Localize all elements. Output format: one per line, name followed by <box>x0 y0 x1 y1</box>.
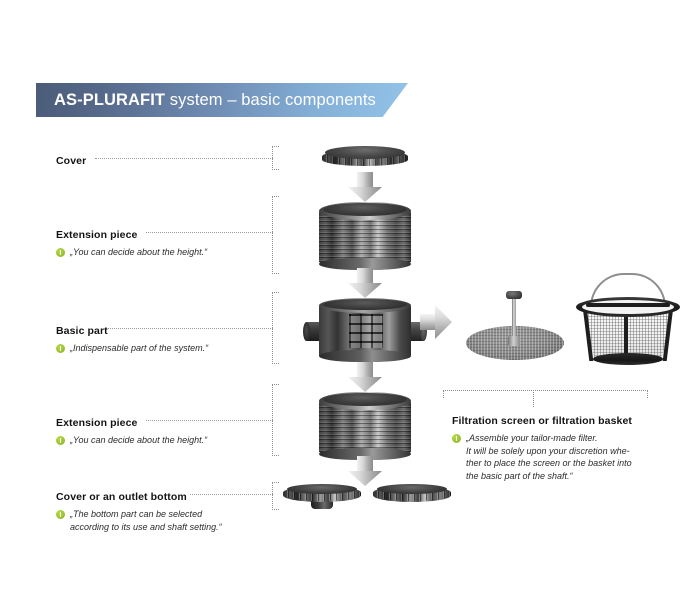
cylinder-bottom-edge <box>319 258 411 270</box>
note-bottom-cover-line2: according to its use and shaft setting.“ <box>70 521 222 532</box>
leader-extension-top <box>146 232 273 234</box>
product-basic-part <box>303 298 427 364</box>
info-icon <box>452 434 461 443</box>
arrow-shaft <box>420 314 436 330</box>
note-filtration-text: „Assemble your tailor-made filter. It wi… <box>466 432 632 482</box>
screen-rod-base <box>508 336 520 346</box>
basket-base <box>593 353 663 365</box>
label-filtration-title: Filtration screen or filtration basket <box>452 415 633 427</box>
arrow-head <box>435 305 452 339</box>
product-filtration-basket <box>576 273 680 365</box>
arrow-right-icon <box>420 305 452 339</box>
note-extension-bottom-text: „You can decide about the height.“ <box>70 435 208 445</box>
product-filtration-screen <box>466 288 564 360</box>
cylinder-bottom-edge <box>319 448 411 460</box>
arrow-head <box>348 283 382 298</box>
arrow-down-icon-2 <box>348 268 382 298</box>
note-basic-part: „Indispensable part of the system.“ <box>56 342 276 355</box>
screen-knob <box>506 291 522 299</box>
info-icon <box>56 344 65 353</box>
cylinder-rings <box>319 216 411 264</box>
leader-basic-part <box>106 328 273 330</box>
leader-bottom-cover <box>190 494 273 496</box>
note-filtration-line1: „Assemble your tailor-made filter. <box>466 433 598 443</box>
info-icon <box>56 248 65 257</box>
arrow-down-icon-3 <box>348 362 382 392</box>
note-filtration-line4: the basic part of the shaft.“ <box>466 470 573 481</box>
note-filtration: „Assemble your tailor-made filter. It wi… <box>452 432 667 482</box>
page-title-light: system – basic components <box>165 91 376 109</box>
note-basic-part-text: „Indispensable part of the system.“ <box>70 343 209 353</box>
note-extension-top: „You can decide about the height.“ <box>56 246 276 259</box>
cylinder-rim-top-face <box>323 203 407 216</box>
product-cover <box>322 146 408 170</box>
label-filtration: Filtration screen or filtration basket „… <box>452 411 667 482</box>
label-basic-part-title: Basic part <box>56 325 108 337</box>
arrow-down-icon-1 <box>348 172 382 202</box>
product-bottom-cover <box>373 484 451 510</box>
leader-extension-bottom <box>146 420 273 422</box>
label-extension-piece-top: Extension piece „You can decide about th… <box>56 225 276 259</box>
bottom-piece-top-face <box>287 484 357 494</box>
basket-strut <box>624 307 628 361</box>
page-title-strong: AS-PLURAFIT <box>54 91 166 109</box>
cylinder-rings <box>319 406 411 454</box>
label-extension-bottom-title: Extension piece <box>56 417 138 429</box>
note-bottom-cover: „The bottom part can be selected accordi… <box>56 508 286 533</box>
label-extension-piece-bottom: Extension piece „You can decide about th… <box>56 413 276 447</box>
page-title: AS-PLURAFIT system – basic components <box>54 83 376 117</box>
label-bottom-cover-title: Cover or an outlet bottom <box>56 491 187 503</box>
bracket-extension-top <box>272 196 279 274</box>
label-basic-part: Basic part „Indispensable part of the sy… <box>56 321 276 355</box>
cover-top-face <box>325 146 405 159</box>
basic-part-bottom-edge <box>319 350 411 362</box>
note-filtration-line3: ther to place the screen or the basket i… <box>466 458 632 468</box>
screen-rod <box>512 296 516 344</box>
banner-shape <box>36 83 408 117</box>
label-cover-title: Cover <box>56 155 87 167</box>
arrow-head <box>348 187 382 202</box>
arrow-shaft <box>357 172 373 188</box>
note-extension-bottom: „You can decide about the height.“ <box>56 434 276 447</box>
basic-part-rim-top-face <box>323 299 407 310</box>
bracket-bottom-cover <box>272 482 279 510</box>
note-extension-top-text: „You can decide about the height.“ <box>70 247 208 257</box>
arrow-down-icon-4 <box>348 456 382 486</box>
arrow-shaft <box>357 362 373 378</box>
label-cover: Cover <box>56 151 276 169</box>
header-banner: AS-PLURAFIT system – basic components <box>36 83 408 120</box>
label-cover-or-outlet-bottom: Cover or an outlet bottom „The bottom pa… <box>56 487 286 533</box>
cylinder-rim-top-face <box>323 393 407 406</box>
arrow-shaft <box>357 268 373 284</box>
basket-crossbar <box>586 303 670 307</box>
arrow-head <box>348 377 382 392</box>
bracket-filtration <box>443 390 648 398</box>
basic-part-grate <box>349 314 383 348</box>
info-icon <box>56 436 65 445</box>
info-icon <box>56 510 65 519</box>
note-bottom-cover-line1: „The bottom part can be selected <box>70 509 203 519</box>
label-extension-top-title: Extension piece <box>56 229 138 241</box>
bracket-filtration-stem <box>533 390 534 407</box>
bottom-piece-top-face <box>377 484 447 494</box>
arrow-shaft <box>357 456 373 472</box>
note-bottom-cover-text: „The bottom part can be selected accordi… <box>70 508 222 533</box>
note-filtration-line2: It will be solely upon your discretion w… <box>466 445 630 456</box>
product-extension-piece-bottom <box>319 392 411 460</box>
leader-cover <box>95 158 273 160</box>
product-outlet-bottom <box>283 484 361 510</box>
product-extension-piece-top <box>319 202 411 270</box>
